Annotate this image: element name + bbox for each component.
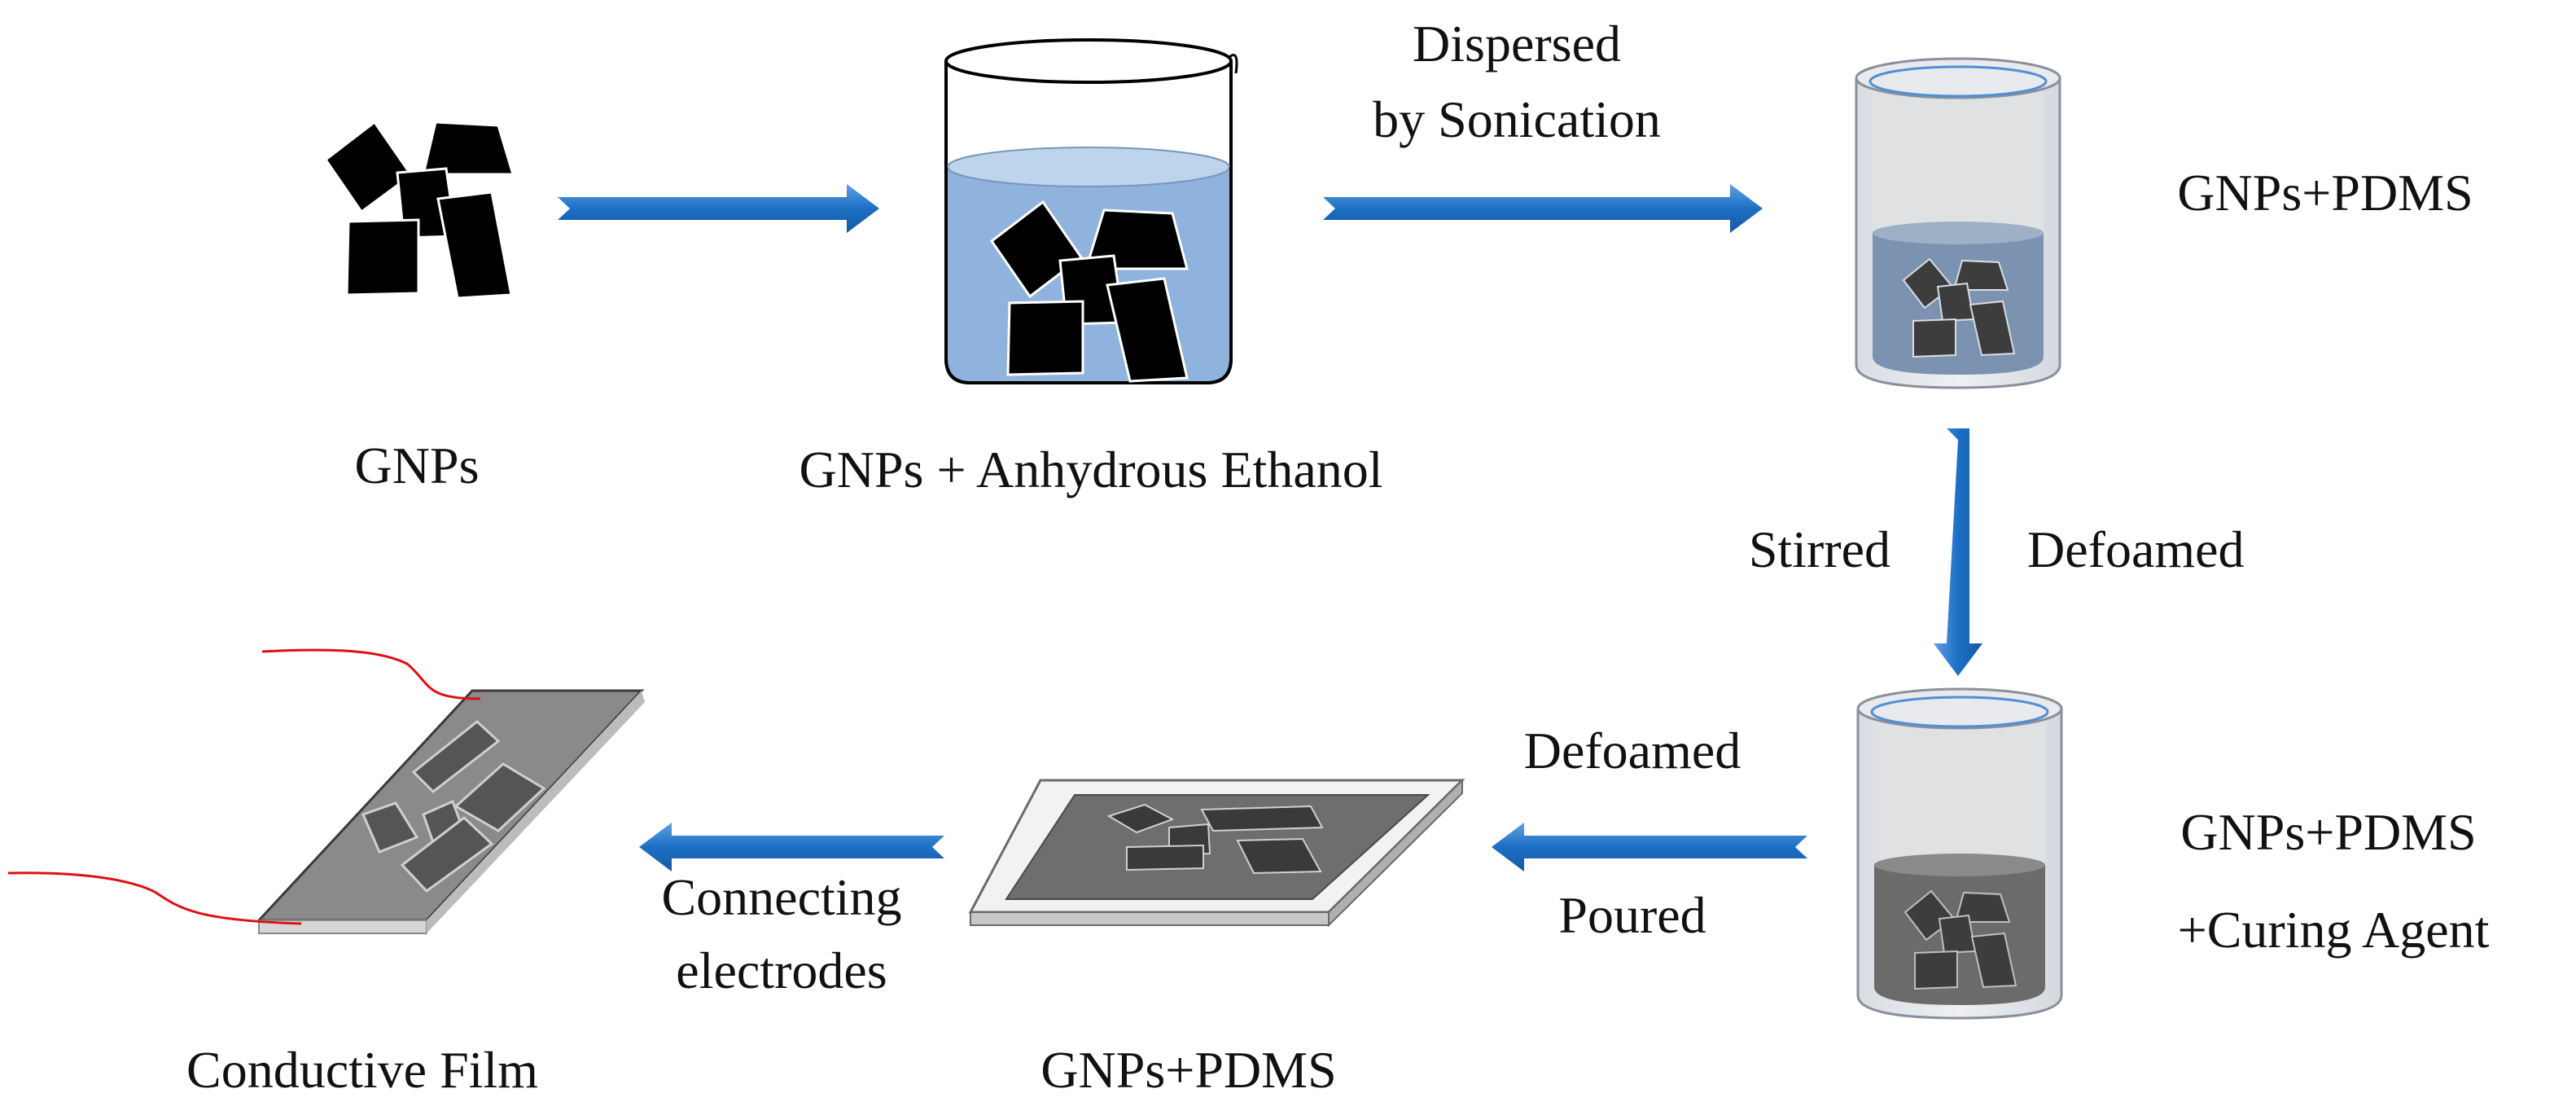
beaker-ethanol-icon [944, 38, 1238, 384]
cylinder-pdms-icon [1855, 57, 2061, 389]
gnps-flakes-icon [323, 120, 515, 300]
label-gnps-pdms-bottom: GNPs+PDMS [1040, 1041, 1337, 1099]
cylinder-curing-icon [1856, 687, 2063, 1020]
label-dispersed-line2: by Sonication [1373, 90, 1661, 148]
label-gnps-pdms-curing-line1: GNPs+PDMS [2180, 803, 2477, 861]
label-gnps-pdms-top: GNPs+PDMS [2177, 164, 2473, 222]
conductive-film-icon [256, 689, 645, 934]
label-gnps: GNPs [354, 437, 480, 494]
arrow-2 [1323, 184, 1763, 233]
label-connecting-line2: electrodes [676, 942, 887, 999]
arrow-3 [1934, 428, 1982, 676]
label-dispersed-line1: Dispersed [1413, 15, 1621, 72]
label-poured: Poured [1558, 886, 1706, 944]
label-gnps-ethanol: GNPs + Anhydrous Ethanol [799, 441, 1383, 498]
label-defoamed-right: Defoamed [2027, 520, 2245, 578]
label-defoamed-bottom: Defoamed [1523, 722, 1741, 779]
label-stirred: Stirred [1748, 520, 1890, 578]
arrow-4 [1492, 823, 1807, 871]
electrode-wire-top [261, 648, 481, 700]
label-conductive-film: Conductive Film [186, 1041, 538, 1099]
arrow-1 [558, 184, 879, 233]
label-gnps-pdms-curing-line2: +Curing Agent [2177, 901, 2490, 959]
mold-tray-icon [968, 778, 1465, 928]
electrode-wire-bottom [7, 871, 302, 925]
arrow-5 [639, 823, 944, 871]
label-connecting-line1: Connecting [661, 868, 902, 926]
